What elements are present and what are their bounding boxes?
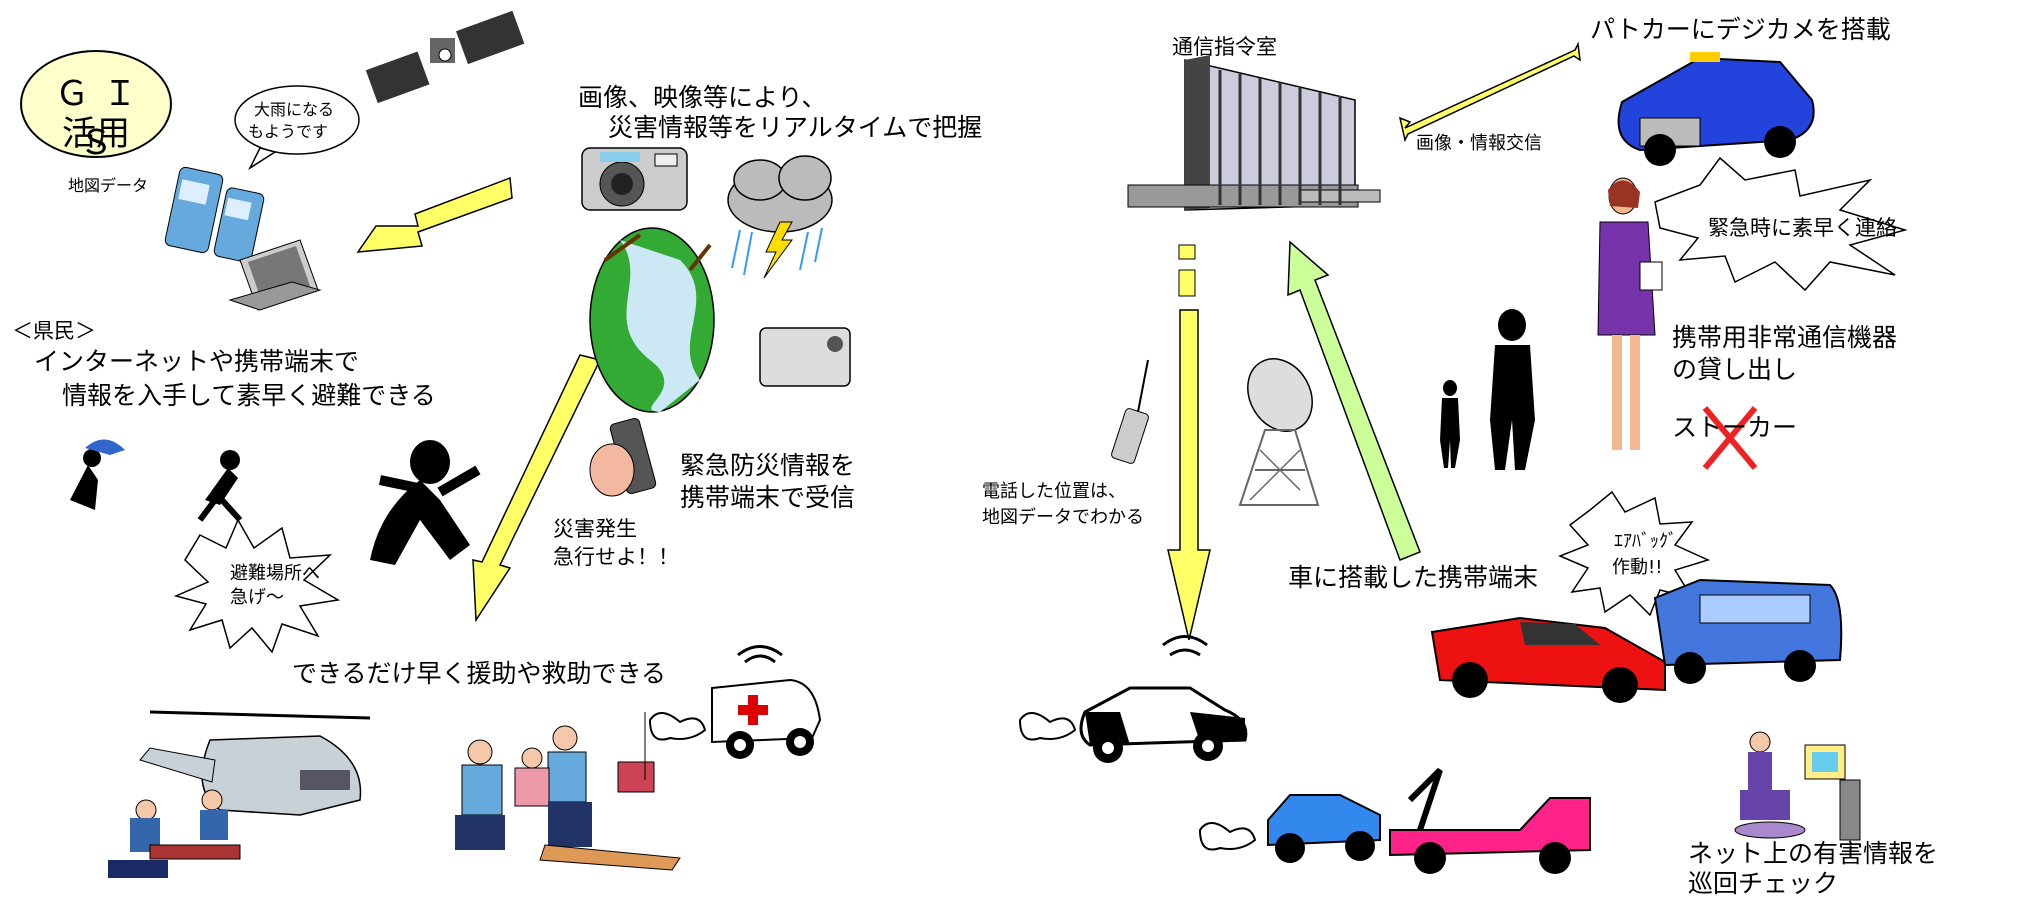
- speech-heavy-rain-line1: 大雨になる: [254, 100, 335, 119]
- woman-icon: [1597, 177, 1663, 450]
- running-people-icon: [70, 439, 481, 565]
- stalker-silhouette-icon: [1440, 309, 1535, 470]
- command-room-label: 通信指令室: [1172, 35, 1277, 59]
- mobile-phones-icon: [164, 166, 265, 263]
- arrow-car-up: [1287, 240, 1421, 561]
- quick-contact-label: 緊急時に素早く連絡: [1708, 216, 1897, 240]
- stalker-label: ストーカー: [1672, 413, 1798, 442]
- contact-burst: [1654, 156, 1908, 292]
- citizens-label: ＜県民＞: [12, 319, 96, 343]
- laptop-icon: [228, 239, 322, 311]
- device-loan-line1: 携帯用非常通信機器: [1672, 323, 1898, 352]
- arrow-to-citizens: [472, 354, 602, 623]
- dash-2: [1178, 269, 1196, 297]
- image-capture-line2: 災害情報等をリアルタイムで把握: [608, 113, 983, 142]
- disaster-line2: 急行せよ！！: [553, 545, 679, 569]
- dash-1: [1178, 244, 1196, 260]
- computer-operator-icon: [1734, 731, 1861, 841]
- evac-line2: 急げ～: [230, 587, 284, 608]
- evac-line1: 避難場所へ: [230, 563, 320, 584]
- cross-mark-icon: [1702, 406, 1758, 470]
- emergency-info-line2: 携帯端末で受信: [680, 483, 856, 512]
- camera-icon: [581, 147, 688, 211]
- image-exchange-label: 画像・情報交信: [1416, 133, 1542, 154]
- blue-van-icon: [1653, 578, 1843, 684]
- citizens-desc-line2: 情報を入手して素早く避難できる: [62, 381, 436, 410]
- projector-icon: [759, 327, 851, 387]
- gis-title: ＧＩＳ: [55, 74, 151, 163]
- call-location-line2: 地図データでわかる: [982, 507, 1144, 528]
- arrow-to-phones: [356, 176, 513, 253]
- helicopter-icon: [139, 710, 371, 816]
- car-terminal-label: 車に搭載した携帯端末: [1288, 563, 1539, 592]
- rescue-label: できるだけ早く援助や救助できる: [292, 659, 667, 688]
- stretcher-team-icon: [108, 789, 241, 878]
- evac-burst: [173, 518, 341, 654]
- arrow-command-police: [1398, 41, 1581, 143]
- airbag-line1: ｴｱﾊﾞｯｸﾞ: [1614, 531, 1677, 552]
- hand-phone-icon: [589, 417, 657, 497]
- antenna-tower-icon: [1238, 358, 1320, 506]
- storm-cloud-icon: [727, 155, 833, 279]
- citizens-desc-line1: インターネットや携帯端末で: [34, 347, 360, 376]
- device-loan-line2: の貸し出し: [1672, 355, 1798, 384]
- red-sports-car-icon: [1430, 616, 1666, 703]
- handheld-radio-icon: [1111, 359, 1149, 464]
- image-capture-line1: 画像、映像等により、: [578, 83, 827, 112]
- map-data-label: 地図データ: [68, 176, 149, 195]
- disaster-line1: 災害発生: [553, 517, 637, 541]
- command-building-icon: [1127, 55, 1381, 211]
- speech-heavy-rain-line2: もようです: [248, 122, 329, 141]
- arrow-command-down: [1167, 309, 1211, 641]
- airbag-line2: 作動!!: [1612, 557, 1663, 578]
- emergency-info-line1: 緊急防災情報を: [680, 451, 856, 480]
- river-scene-icon: [589, 227, 715, 413]
- airbag-burst: [1558, 490, 1711, 617]
- paramedics-icon: [455, 712, 681, 871]
- gis-subtitle: 活用: [62, 114, 130, 154]
- net-patrol-line2: 巡回チェック: [1688, 869, 1839, 898]
- police-car-bw-icon: [1018, 635, 1248, 763]
- police-camera-label: パトカーにデジカメを搭載: [1590, 15, 1891, 44]
- ambulance-left-icon: [648, 645, 822, 759]
- call-location-line1: 電話した位置は、: [982, 481, 1126, 502]
- net-patrol-line1: ネット上の有害情報を: [1688, 839, 1939, 868]
- speech-bubble: [234, 85, 360, 155]
- police-car-blue-icon: [1617, 52, 1815, 166]
- satellite-icon: [365, 10, 525, 104]
- gis-badge: ＧＩＳ 活用: [20, 50, 172, 163]
- tow-truck-icon: [1198, 767, 1591, 874]
